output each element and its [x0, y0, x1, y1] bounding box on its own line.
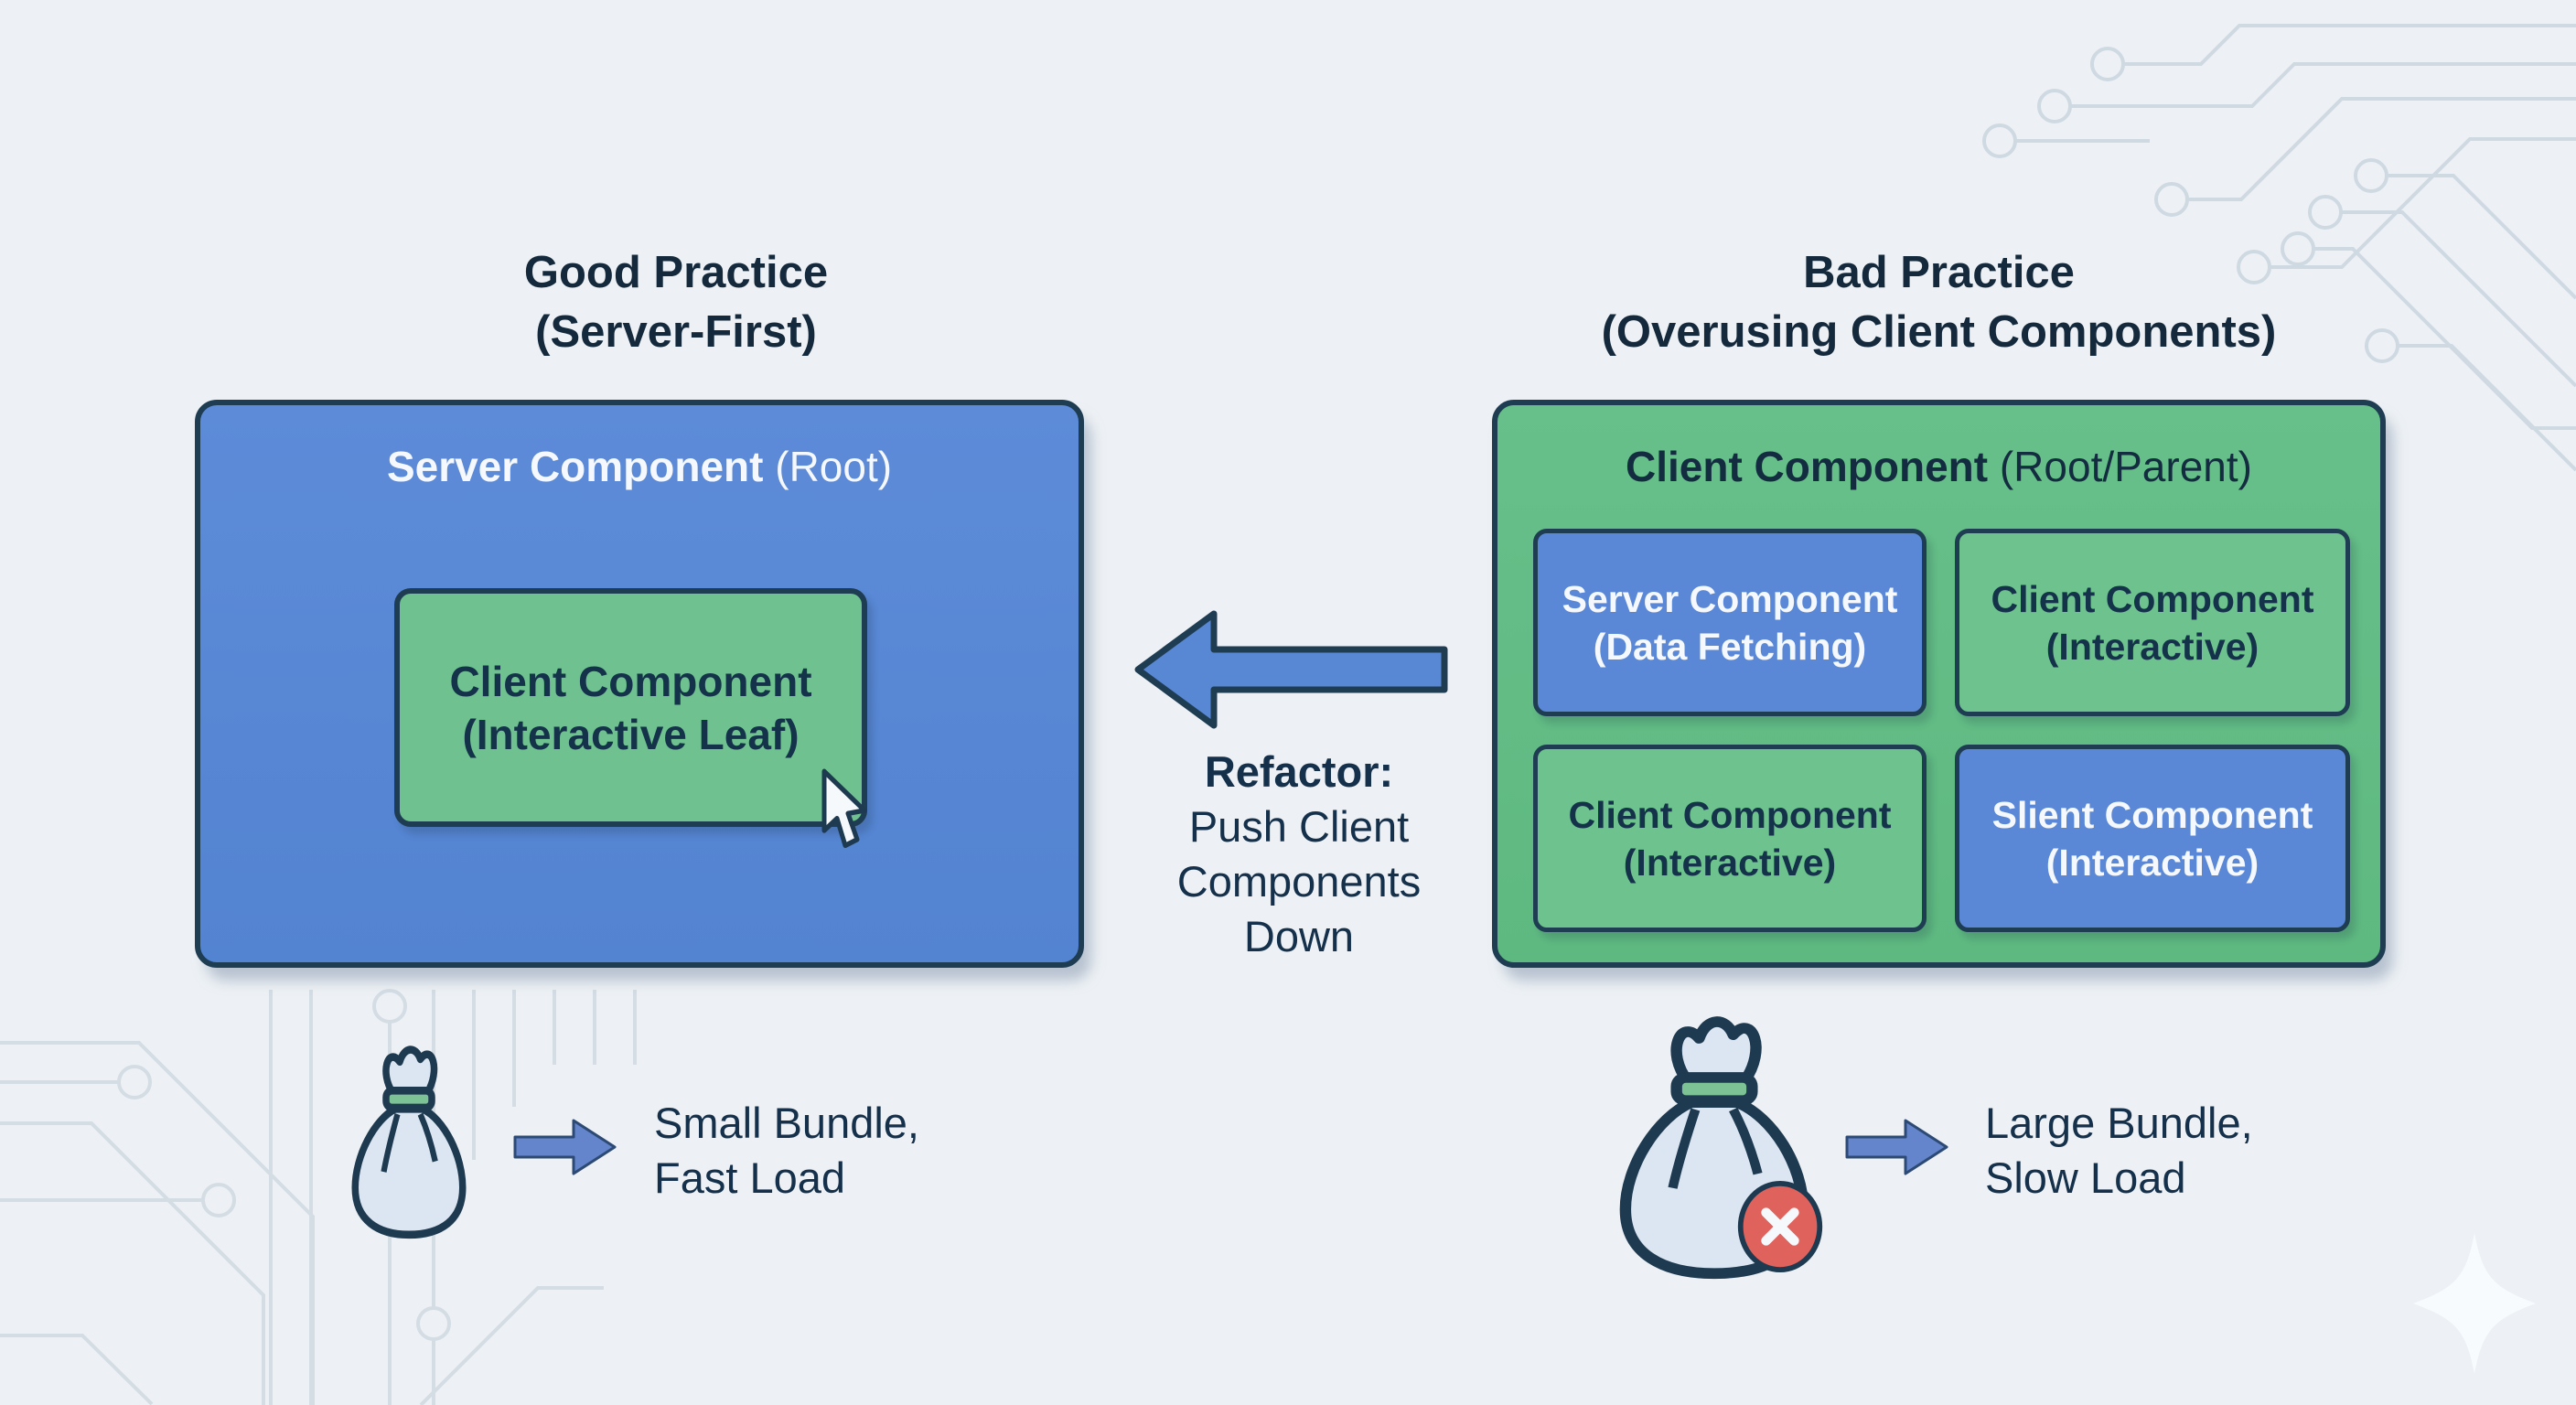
- refactor-note-line1: Push Client: [1188, 802, 1410, 851]
- client-leaf-label-line2: (Interactive Leaf): [462, 710, 800, 758]
- client-root-label-rest: (Root/Parent): [1988, 443, 2252, 490]
- money-bag-small-icon: [340, 1038, 478, 1241]
- large-bundle-label-line1: Large Bundle,: [1985, 1099, 2253, 1147]
- good-practice-title-line1: Good Practice: [523, 248, 829, 297]
- child-box-label-line1: Client Component: [1568, 793, 1892, 836]
- child-box-label-line1: Slient Component: [1991, 793, 2313, 836]
- child-box-label-line2: (Data Fetching): [1593, 625, 1867, 668]
- child-box-label-line2: (Interactive): [2045, 841, 2259, 884]
- circuit-pattern-top-right: [1982, 24, 2576, 472]
- bad-practice-title-line2: (Overusing Client Components): [1601, 307, 2277, 357]
- child-box-label-line2: (Interactive): [2045, 625, 2259, 668]
- server-root-label-bold: Server Component: [386, 443, 764, 490]
- refactor-note-line2: Components: [1176, 857, 1422, 906]
- child-component-box-client-interactive-2: Client Component (Interactive): [1533, 745, 1927, 932]
- good-practice-title-line2: (Server-First): [535, 307, 817, 357]
- child-box-label-line1: Client Component: [1991, 577, 2314, 620]
- child-box-label-line2: (Interactive): [1623, 841, 1837, 884]
- client-leaf-box: Client Component (Interactive Leaf): [394, 588, 867, 827]
- small-bundle-label-line2: Fast Load: [654, 1153, 846, 1202]
- client-root-label: Client Component (Root/Parent): [1497, 442, 2380, 491]
- refactor-note: Refactor: Push Client Components Down: [1116, 745, 1482, 964]
- client-root-label-bold: Client Component: [1626, 443, 1989, 490]
- child-box-label-line1: Server Component: [1562, 577, 1898, 620]
- cursor-icon: [821, 768, 867, 849]
- sparkle-icon: [2413, 1233, 2536, 1374]
- refactor-arrow-icon: [1134, 610, 1448, 729]
- child-component-box-client-interactive-1: Client Component (Interactive): [1955, 529, 2350, 716]
- child-component-box-client-interactive-3: Slient Component (Interactive): [1955, 745, 2350, 932]
- large-bundle-arrow-icon: [1845, 1119, 1948, 1175]
- client-root-box: Client Component (Root/Parent) Server Co…: [1492, 400, 2386, 968]
- small-bundle-label: Small Bundle, Fast Load: [654, 1096, 919, 1206]
- x-icon: [1761, 1207, 1799, 1246]
- refactor-note-line3: Down: [1243, 912, 1355, 960]
- good-practice-title: Good Practice (Server-First): [231, 243, 1121, 362]
- large-bundle-label: Large Bundle, Slow Load: [1985, 1096, 2253, 1206]
- circuit-pattern-bottom-left: [0, 989, 637, 1405]
- client-leaf-label-line1: Client Component: [449, 657, 812, 705]
- bad-practice-title-line1: Bad Practice: [1803, 248, 2075, 297]
- server-root-label: Server Component (Root): [200, 442, 1079, 491]
- server-root-box: Server Component (Root) Client Component…: [195, 400, 1084, 968]
- error-badge-icon: [1737, 1181, 1823, 1272]
- bad-practice-title: Bad Practice (Overusing Client Component…: [1492, 243, 2386, 362]
- child-component-box-server-data-fetching: Server Component (Data Fetching): [1533, 529, 1927, 716]
- refactor-note-heading: Refactor:: [1204, 747, 1394, 796]
- server-root-label-rest: (Root): [763, 443, 893, 490]
- large-bundle-label-line2: Slow Load: [1985, 1153, 2186, 1202]
- small-bundle-label-line1: Small Bundle,: [654, 1099, 919, 1147]
- small-bundle-arrow-icon: [513, 1119, 617, 1175]
